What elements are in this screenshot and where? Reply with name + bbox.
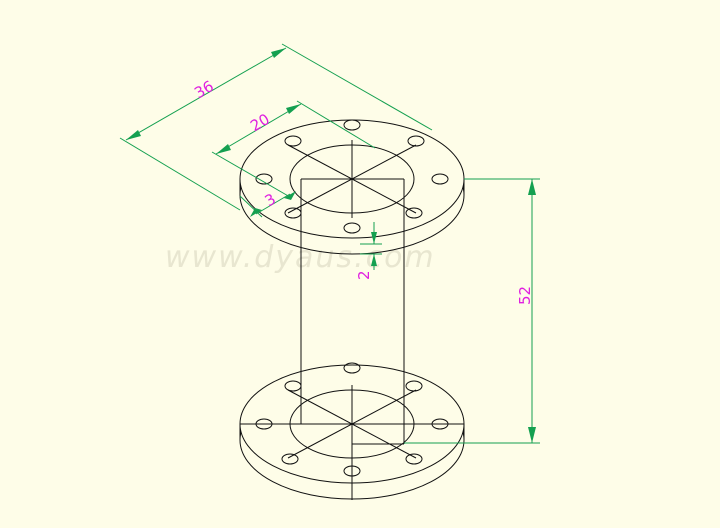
dim36-line xyxy=(125,47,287,141)
dim3-ext xyxy=(239,195,263,218)
dim52-arrow-bottom xyxy=(528,427,536,443)
shaft-body xyxy=(300,178,405,445)
bolt-hole xyxy=(405,207,423,219)
dim20-ext-right xyxy=(296,100,376,149)
dim52-label: 52 xyxy=(516,286,534,305)
bolt-hole xyxy=(343,362,361,374)
dim3-arrow-b xyxy=(284,191,296,200)
dim52-arrow-top xyxy=(528,179,536,195)
dim2-label: 2 xyxy=(355,270,373,280)
dim2-arrow-b xyxy=(371,254,377,266)
dim36-ext-right xyxy=(281,43,433,131)
bolt-hole xyxy=(281,453,299,465)
dim36-ext-left xyxy=(119,137,241,211)
bolt-hole xyxy=(407,135,425,147)
bolt-hole xyxy=(405,453,423,465)
bolt-hole xyxy=(255,418,273,430)
bottom-centerline-diag-b xyxy=(287,389,417,459)
dim20-arrow-b xyxy=(286,104,301,114)
dimensions xyxy=(119,43,540,444)
bolt-hole xyxy=(343,465,361,477)
dim3-line xyxy=(255,193,291,215)
dim36-arrow-a xyxy=(126,130,141,140)
dim3-arrow-a xyxy=(250,208,262,217)
dim20-line xyxy=(215,103,302,155)
bolt-hole xyxy=(343,119,361,131)
bolt-hole xyxy=(284,135,302,147)
dim36-label: 36 xyxy=(191,77,217,102)
dim20-arrow-a xyxy=(216,144,231,154)
dim20-ext-left xyxy=(211,151,291,198)
dim2-arrow-a xyxy=(371,232,377,244)
dim36-arrow-b xyxy=(271,48,286,58)
bolt-hole xyxy=(343,222,361,234)
bolt-hole xyxy=(255,173,273,185)
dim20-label: 20 xyxy=(247,110,273,135)
bolt-hole xyxy=(431,418,449,430)
watermark-text: www.dyaus.com xyxy=(165,240,436,275)
bolt-hole xyxy=(431,173,449,185)
bottom-flange xyxy=(239,362,465,500)
top-bolt-holes xyxy=(255,119,449,234)
bolt-hole xyxy=(405,380,423,392)
